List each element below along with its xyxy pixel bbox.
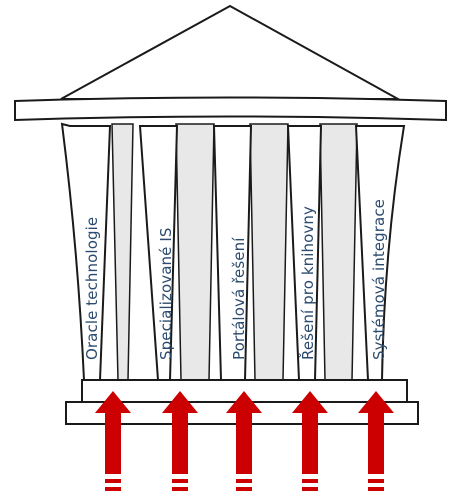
up-arrow [95,391,131,491]
support-arrows [95,391,394,491]
pillar-label-integrace: Systémová integrace [370,199,388,360]
pillar-label-oracle: Oracle technologie [83,217,101,360]
pillar-label-specializovane: Specializované IS [157,228,175,360]
temple-roof [60,4,402,100]
temple-architrave [14,96,447,122]
pillar-knihovny: Řešení pro knihovny [286,125,323,381]
up-arrow [162,391,198,491]
up-arrow [292,391,328,491]
pillar-oracle: Oracle technologie [60,122,112,381]
background-pillars [111,123,358,381]
pillar-label-knihovny: Řešení pro knihovny [298,206,317,360]
pillar-specializovane: Specializované IS [138,125,179,381]
up-arrow [358,391,394,491]
pillar-label-portalova: Portálová řešení [230,237,248,360]
pillar-integrace: Systémová integrace [354,125,406,381]
pillar-portalova: Portálová řešení [212,125,253,381]
up-arrow [226,391,262,491]
